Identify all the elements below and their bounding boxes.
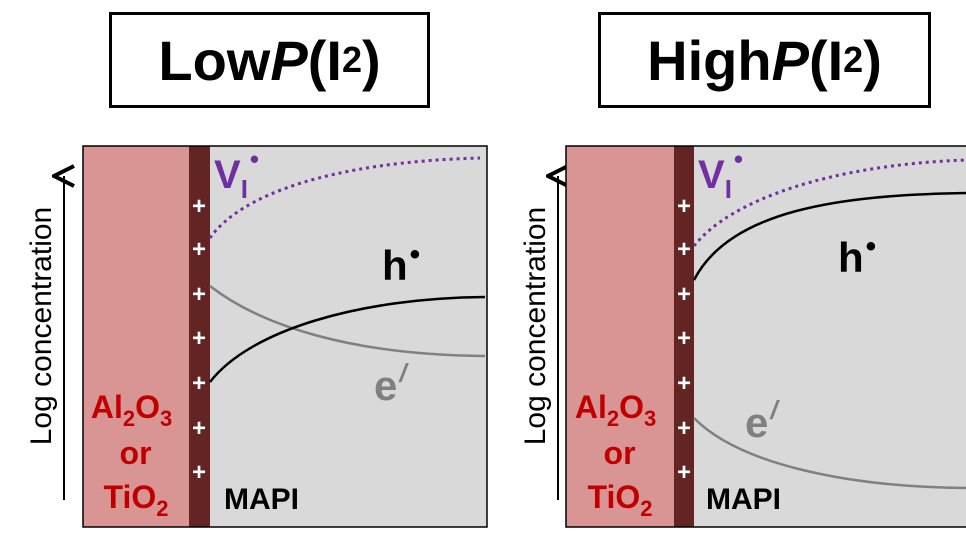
substrate-label: Al2O3 or TiO2 (575, 389, 665, 521)
panel-low: + + + + + + + VI• h• e/ Al2O3 or TiO2 MA… (82, 144, 488, 528)
vacancy-label: VI• (214, 144, 259, 204)
panel-high: + + + + + + + VI• h• e/ Al2O3 or TiO2 MA… (565, 144, 966, 528)
title-subscript: 2 (341, 39, 362, 80)
positive-charge: + (192, 193, 206, 220)
positive-charge: + (677, 370, 691, 397)
positive-charge: + (677, 193, 691, 220)
vacancy-label: VI• (698, 144, 743, 204)
title-close: ) (361, 28, 381, 92)
title-prefix: High (647, 28, 772, 92)
title-variable: P (270, 28, 308, 92)
title-subscript: 2 (843, 39, 864, 80)
hole-curve (692, 191, 966, 281)
positive-charge: + (192, 236, 206, 263)
panel-title-high: High P (I 2 ) (598, 12, 931, 108)
electron-curve (693, 417, 966, 490)
positive-charge: + (192, 325, 206, 352)
positive-charge: + (677, 236, 691, 263)
positive-charge: + (192, 415, 206, 442)
electron-label: e/ (374, 358, 409, 409)
substrate-label: Al2O3 or TiO2 (91, 389, 181, 521)
substrate-region (83, 146, 189, 527)
substrate-region (566, 146, 674, 527)
material-label: MAPI (706, 483, 781, 516)
interface-layer (674, 146, 694, 527)
vacancy-curve (208, 156, 481, 239)
interface-layer (189, 146, 210, 527)
positive-charge: + (677, 281, 691, 308)
positive-charge: + (192, 281, 206, 308)
hole-label: h• (838, 230, 876, 281)
electron-curve (209, 285, 486, 358)
interface-charges: + + + + + + + (192, 193, 206, 486)
positive-charge: + (677, 415, 691, 442)
positive-charge: + (677, 325, 691, 352)
interface-charges: + + + + + + + (677, 193, 691, 486)
panel-title-low: Low P (I 2 ) (109, 12, 430, 108)
hole-label: h• (382, 238, 420, 289)
panel-frame (82, 145, 488, 528)
positive-charge: + (192, 459, 206, 486)
title-open: (I (808, 28, 844, 92)
material-label: MAPI (224, 483, 299, 516)
positive-charge: + (192, 370, 206, 397)
title-prefix: Low (158, 28, 271, 92)
positive-charge: + (677, 459, 691, 486)
electron-label: e/ (745, 395, 780, 446)
title-open: (I (307, 28, 342, 92)
panel-frame (565, 145, 966, 528)
title-variable: P (771, 28, 809, 92)
hole-curve (209, 295, 486, 383)
title-close: ) (863, 28, 882, 92)
